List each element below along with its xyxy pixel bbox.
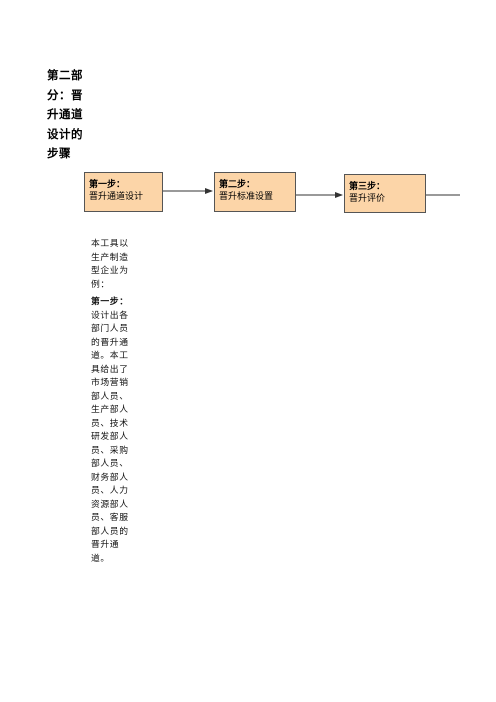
description-text: 本工具以生产制造型企业为例： 第一步： 设计出各部门人员的晋升通道。本工具给出了… (91, 238, 133, 566)
step-box-1: 第一步： 晋升通道设计 (84, 172, 163, 212)
intro-text: 本工具以生产制造型企业为例： (91, 239, 129, 290)
step-1-title: 第一步： (89, 180, 126, 190)
step-3-subtitle: 晋升评价 (349, 194, 386, 204)
detail-text: 设计出各部门人员的晋升通道。本工具给出了市场营销部人员、生产部人员、技术研发部人… (91, 310, 129, 564)
step-2-title: 第二步： (219, 180, 256, 190)
step-1-subtitle: 晋升通道设计 (89, 192, 144, 202)
step-box-3: 第三步： 晋升评价 (344, 174, 426, 213)
step-3-title: 第三步： (349, 182, 386, 192)
section-heading: 第二部分：晋升通道设计的步骤 (47, 68, 83, 160)
step-2-subtitle: 晋升标准设置 (219, 192, 274, 202)
step-box-2: 第二步： 晋升标准设置 (214, 172, 296, 212)
detail-title: 第一步： (91, 297, 129, 307)
